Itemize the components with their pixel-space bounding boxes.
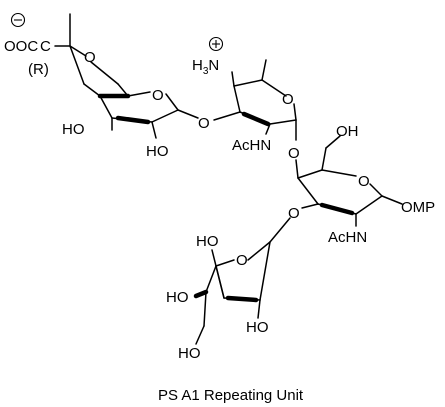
label-glycosidic-o-1: O <box>198 115 210 132</box>
label-acetamido-2: AcHN <box>328 229 367 246</box>
label-hydroxyl-ho-sidechain: HO <box>166 289 189 306</box>
bond-o-fuc-c3 <box>213 111 241 121</box>
label-hydroxyl-ho-terminal: HO <box>178 345 201 362</box>
wedge-gal-c2-c3 <box>115 115 151 125</box>
bond-galf-c4-c5 <box>205 265 217 293</box>
bond-ketal-o-upper <box>69 45 87 57</box>
label-glycosidic-o-2: O <box>288 145 300 162</box>
bond-galnac-c4-c5 <box>297 169 323 179</box>
label-hydroxyl-ho-bottom: HO <box>146 143 169 160</box>
bond-o-upper-c6 <box>90 61 119 85</box>
wedge-fuc-c3-c2 <box>241 111 271 127</box>
bond-galf-c2-c1 <box>259 241 271 301</box>
label-ammonium: H3N <box>192 57 219 77</box>
bond-lines <box>54 13 403 345</box>
bond-galf-c3-oh <box>211 249 225 299</box>
wedge-galnac-c3-c2 <box>319 202 355 216</box>
bond-fuc-c3-c4 <box>233 85 241 113</box>
positive-charge <box>208 36 224 52</box>
bond-gal-c5-o <box>127 91 151 97</box>
bond-o-lower-c4 <box>83 83 101 97</box>
label-hydroxyl-ho-galf: HO <box>196 233 219 250</box>
bond-galnac-o-c1 <box>369 183 383 197</box>
label-pyruvate-o-upper: O <box>84 49 96 66</box>
label-ring-o-fucose: O <box>282 91 294 108</box>
bond-galf-c1-o <box>247 241 271 261</box>
bond-gal-o-c1 <box>165 93 179 111</box>
bond-o-galf-c1 <box>269 217 291 243</box>
label-ammonium-prefix: H <box>192 57 203 74</box>
negative-charge <box>10 12 26 28</box>
label-ring-o-galactose: O <box>152 87 164 104</box>
label-stereo-descriptor: (R) <box>28 61 49 78</box>
wedge-galf-c3-c2 <box>225 295 259 303</box>
label-carboxylate: OOC <box>4 38 38 55</box>
label-anomeric-omp: OMP <box>401 199 435 216</box>
bond-gal-c1-o <box>177 109 199 119</box>
bond-fuc-c5-me <box>261 59 267 81</box>
bond-o-galnac <box>295 159 299 179</box>
label-hydroxyl-oh-ch2: OH <box>336 123 359 140</box>
bond-fuc-c4-n <box>231 71 235 87</box>
bond-galf-c6-oh <box>195 325 205 345</box>
bond-galnac-c1-omp <box>381 195 403 205</box>
bond-fuc-o-c1 <box>293 103 297 121</box>
bond-galnac-c6-oh <box>325 135 341 149</box>
label-ammonium-n: N <box>208 57 219 74</box>
label-hydroxyl-ho-left: HO <box>62 121 85 138</box>
label-ring-o-galnac: O <box>358 173 370 190</box>
bond-fuc-c4-c5 <box>233 79 263 87</box>
label-ring-o-galf: O <box>236 252 248 269</box>
wedge-bonds <box>97 93 355 303</box>
bond-fuc-c1-c2 <box>269 119 297 125</box>
wedge-galf-c5-oh <box>193 289 209 299</box>
bond-galnac-c5-c6 <box>321 147 327 171</box>
figure-caption: PS A1 Repeating Unit <box>158 387 304 404</box>
bond-gal-c1-c2 <box>151 109 179 123</box>
bond-gal-c2-oh <box>151 121 157 139</box>
label-ammonium-sub: 3 <box>203 66 209 77</box>
bond-galnac-c5-o <box>321 169 357 177</box>
label-hydroxyl-ho-ring: HO <box>246 319 269 336</box>
label-glycosidic-o-3: O <box>288 205 300 222</box>
bond-galf-o-c4 <box>215 259 235 267</box>
bond-galf-c2-oh <box>257 299 261 319</box>
bond-galnac-c1-c2 <box>355 195 383 215</box>
bond-gal-c3-c4 <box>99 95 113 119</box>
bond-galnac-c3-c4 <box>297 177 319 205</box>
bond-galf-c5-c6 <box>203 291 207 327</box>
bond-fuc-c5-o <box>261 79 287 97</box>
bond-galnac-c3-o <box>301 203 319 209</box>
label-carboxyl-carbon: C <box>40 38 51 55</box>
bond-ketal-o-lower <box>69 45 85 85</box>
label-acetamido-1: AcHN <box>232 137 271 154</box>
atom-labels: OOC C (R) O O HO HO O H3N O AcHN O OH O … <box>4 38 435 362</box>
